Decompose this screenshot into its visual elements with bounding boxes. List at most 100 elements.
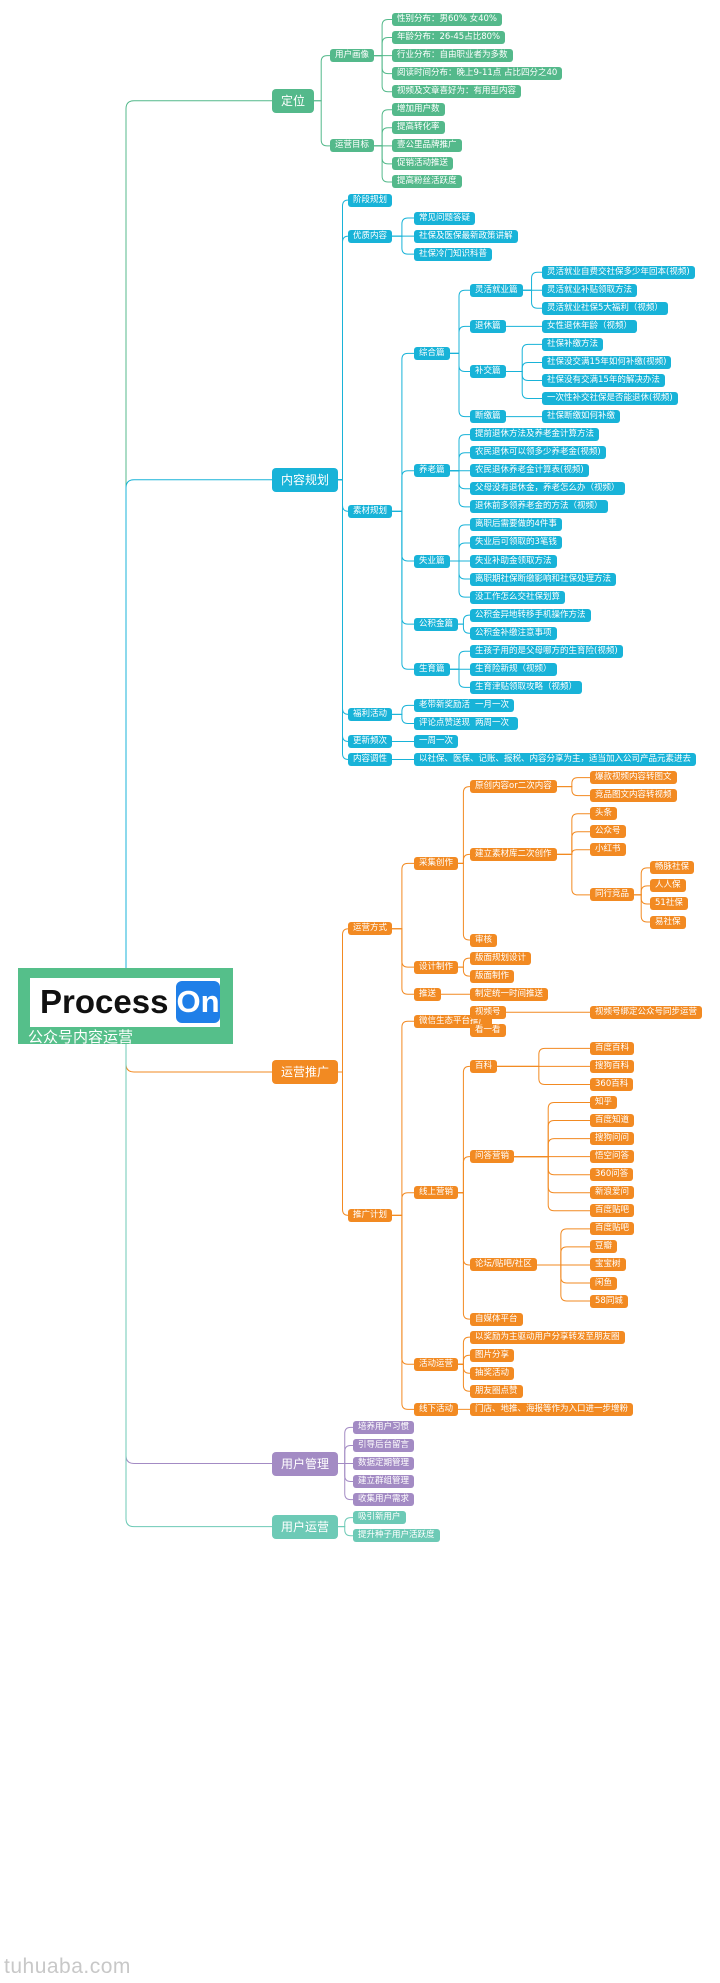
subtopic-node[interactable]: 易社保: [650, 915, 686, 929]
subtopic-node[interactable]: 没工作怎么交社保划算: [470, 590, 566, 604]
topic-node[interactable]: 建立群组管理: [353, 1475, 415, 1489]
subtopic-node[interactable]: 360问答: [590, 1168, 634, 1182]
subtopic-node[interactable]: 提前退休方法及养老金计算方法: [470, 428, 600, 442]
subtopic-node[interactable]: 社保没有交满15年的解决办法: [542, 374, 665, 387]
branch-node[interactable]: 运营推广: [272, 1060, 339, 1085]
topic-node[interactable]: 用户画像: [330, 49, 375, 63]
subtopic-node[interactable]: 农民退休可以领多少养老金(视频): [470, 446, 606, 460]
topic-node[interactable]: 推广计划: [348, 1208, 393, 1222]
subtopic-node[interactable]: 失业后可领取的3笔钱: [470, 536, 562, 550]
subtopic-node[interactable]: 离职期社保断缴影响和社保处理方法: [470, 572, 617, 586]
subtopic-node[interactable]: 百科: [470, 1059, 498, 1073]
subtopic-node[interactable]: 一月一次: [470, 698, 515, 712]
subtopic-node[interactable]: 建立素材库二次创作: [470, 847, 557, 861]
subtopic-node[interactable]: 综合篇: [414, 346, 450, 360]
subtopic-node[interactable]: 推送: [414, 987, 442, 1001]
topic-node[interactable]: 吸引新用户: [353, 1511, 406, 1525]
subtopic-node[interactable]: 活动运营: [414, 1357, 459, 1371]
root-node[interactable]: Process On 公众号内容运营: [18, 968, 233, 1046]
subtopic-node[interactable]: 自媒体平台: [470, 1312, 523, 1326]
subtopic-node[interactable]: 常见问题答疑: [414, 211, 476, 225]
topic-node[interactable]: 素材规划: [348, 504, 393, 518]
subtopic-node[interactable]: 原创内容or二次内容: [470, 780, 557, 794]
subtopic-node[interactable]: 豆瓣: [590, 1240, 618, 1254]
subtopic-node[interactable]: 性别分布：男60% 女40%: [392, 13, 502, 26]
subtopic-node[interactable]: 农民退休养老金计算表(视频): [470, 464, 589, 478]
subtopic-node[interactable]: 退休篇: [470, 319, 506, 333]
subtopic-node[interactable]: 公众号: [590, 825, 626, 839]
subtopic-node[interactable]: 促销活动推送: [392, 157, 454, 171]
subtopic-node[interactable]: 父母没有退休金，养老怎么办（视频）: [470, 482, 625, 496]
subtopic-node[interactable]: 宝宝树: [590, 1258, 626, 1272]
subtopic-node[interactable]: 社保没交满15年如何补缴(视频): [542, 355, 672, 369]
subtopic-node[interactable]: 百度百科: [590, 1041, 635, 1055]
subtopic-node[interactable]: 以社保、医保、记账、报税、内容分享为主，适当加入公司产品元素进去: [414, 753, 697, 767]
branch-node[interactable]: 定位: [272, 88, 315, 113]
topic-node[interactable]: 阶段规划: [348, 193, 393, 207]
subtopic-node[interactable]: 小红书: [590, 843, 626, 857]
subtopic-node[interactable]: 补交篇: [470, 364, 506, 378]
subtopic-node[interactable]: 两周一次: [470, 716, 515, 730]
subtopic-node[interactable]: 公积金篇: [414, 617, 459, 631]
topic-node[interactable]: 运营目标: [330, 139, 375, 153]
subtopic-node[interactable]: 抽奖活动: [470, 1366, 515, 1380]
subtopic-node[interactable]: 断缴篇: [470, 410, 506, 424]
subtopic-node[interactable]: 一次性补交社保是否能退休(视频): [542, 392, 678, 406]
topic-node[interactable]: 优质内容: [348, 229, 393, 243]
branch-node[interactable]: 用户管理: [272, 1451, 339, 1476]
subtopic-node[interactable]: 审核: [470, 933, 498, 947]
topic-node[interactable]: 收集用户需求: [353, 1493, 415, 1507]
subtopic-node[interactable]: 生育篇: [414, 662, 450, 676]
subtopic-node[interactable]: 社保及医保最新政策讲解: [414, 229, 518, 243]
subtopic-node[interactable]: 百度贴吧: [590, 1204, 635, 1218]
subtopic-node[interactable]: 制定统一时间推送: [470, 987, 549, 1001]
subtopic-node[interactable]: 生孩子用的是父母哪方的生育险(视频): [470, 644, 623, 658]
topic-node[interactable]: 福利活动: [348, 707, 393, 721]
subtopic-node[interactable]: 百度知道: [590, 1114, 635, 1128]
topic-node[interactable]: 数据定期管理: [353, 1457, 415, 1470]
subtopic-node[interactable]: 失业篇: [414, 554, 450, 568]
subtopic-node[interactable]: 公积金异地转移手机操作方法: [470, 608, 591, 622]
subtopic-node[interactable]: 门店、地推、海报等作为入口进一步增粉: [470, 1402, 634, 1416]
subtopic-node[interactable]: 壹公里品牌推广: [392, 139, 462, 153]
subtopic-node[interactable]: 以奖励为主驱动用户分享转发至朋友圈: [470, 1330, 625, 1344]
subtopic-node[interactable]: 社保冷门知识科普: [414, 247, 493, 261]
subtopic-node[interactable]: 人人保: [650, 879, 686, 893]
subtopic-node[interactable]: 朋友圈点赞: [470, 1384, 523, 1398]
topic-node[interactable]: 引导后台留言: [353, 1438, 415, 1452]
subtopic-node[interactable]: 灵活就业补贴领取方法: [542, 283, 638, 297]
subtopic-node[interactable]: 问答营销: [470, 1150, 515, 1164]
topic-node[interactable]: 培养用户习惯: [353, 1420, 415, 1434]
subtopic-node[interactable]: 采集创作: [414, 856, 459, 870]
subtopic-node[interactable]: 竞品图文内容转视频: [590, 789, 677, 803]
subtopic-node[interactable]: 设计制作: [414, 960, 459, 974]
subtopic-node[interactable]: 老带新奖励活动: [414, 698, 484, 712]
subtopic-node[interactable]: 58同城: [590, 1294, 628, 1308]
subtopic-node[interactable]: 百度贴吧: [590, 1222, 635, 1236]
subtopic-node[interactable]: 养老篇: [414, 464, 450, 478]
topic-node[interactable]: 内容调性: [348, 753, 393, 767]
subtopic-node[interactable]: 阅读时间分布：晚上9-11点 占比四分之40: [392, 67, 563, 81]
subtopic-node[interactable]: 一周一次: [414, 735, 459, 748]
subtopic-node[interactable]: 失业补助金领取方法: [470, 554, 557, 568]
subtopic-node[interactable]: 灵活就业自费交社保多少年回本(视频): [542, 265, 695, 279]
subtopic-node[interactable]: 论坛/贴吧/社区: [470, 1258, 537, 1272]
subtopic-node[interactable]: 线下活动: [414, 1402, 459, 1416]
branch-node[interactable]: 用户运营: [272, 1514, 339, 1539]
subtopic-node[interactable]: 悟空问答: [590, 1150, 635, 1164]
subtopic-node[interactable]: 社保补缴方法: [542, 337, 604, 351]
branch-node[interactable]: 内容规划: [272, 467, 339, 492]
subtopic-node[interactable]: 线上营销: [414, 1186, 459, 1200]
subtopic-node[interactable]: 搜狗问问: [590, 1132, 635, 1146]
topic-node[interactable]: 更新频次: [348, 735, 393, 748]
subtopic-node[interactable]: 闲鱼: [590, 1276, 618, 1290]
subtopic-node[interactable]: 提高转化率: [392, 121, 445, 135]
subtopic-node[interactable]: 视频号绑定公众号同步运营: [590, 1005, 703, 1019]
subtopic-node[interactable]: 生育津贴领取攻略（视频）: [470, 680, 583, 694]
subtopic-node[interactable]: 退休前多领养老金的方法（视频）: [470, 500, 608, 514]
subtopic-node[interactable]: 增加用户数: [392, 103, 445, 117]
subtopic-node[interactable]: 行业分布：自由职业者为多数: [392, 49, 513, 63]
subtopic-node[interactable]: 看一看: [470, 1023, 506, 1037]
subtopic-node[interactable]: 生育险新规（视频）: [470, 662, 557, 676]
subtopic-node[interactable]: 知乎: [590, 1096, 618, 1109]
